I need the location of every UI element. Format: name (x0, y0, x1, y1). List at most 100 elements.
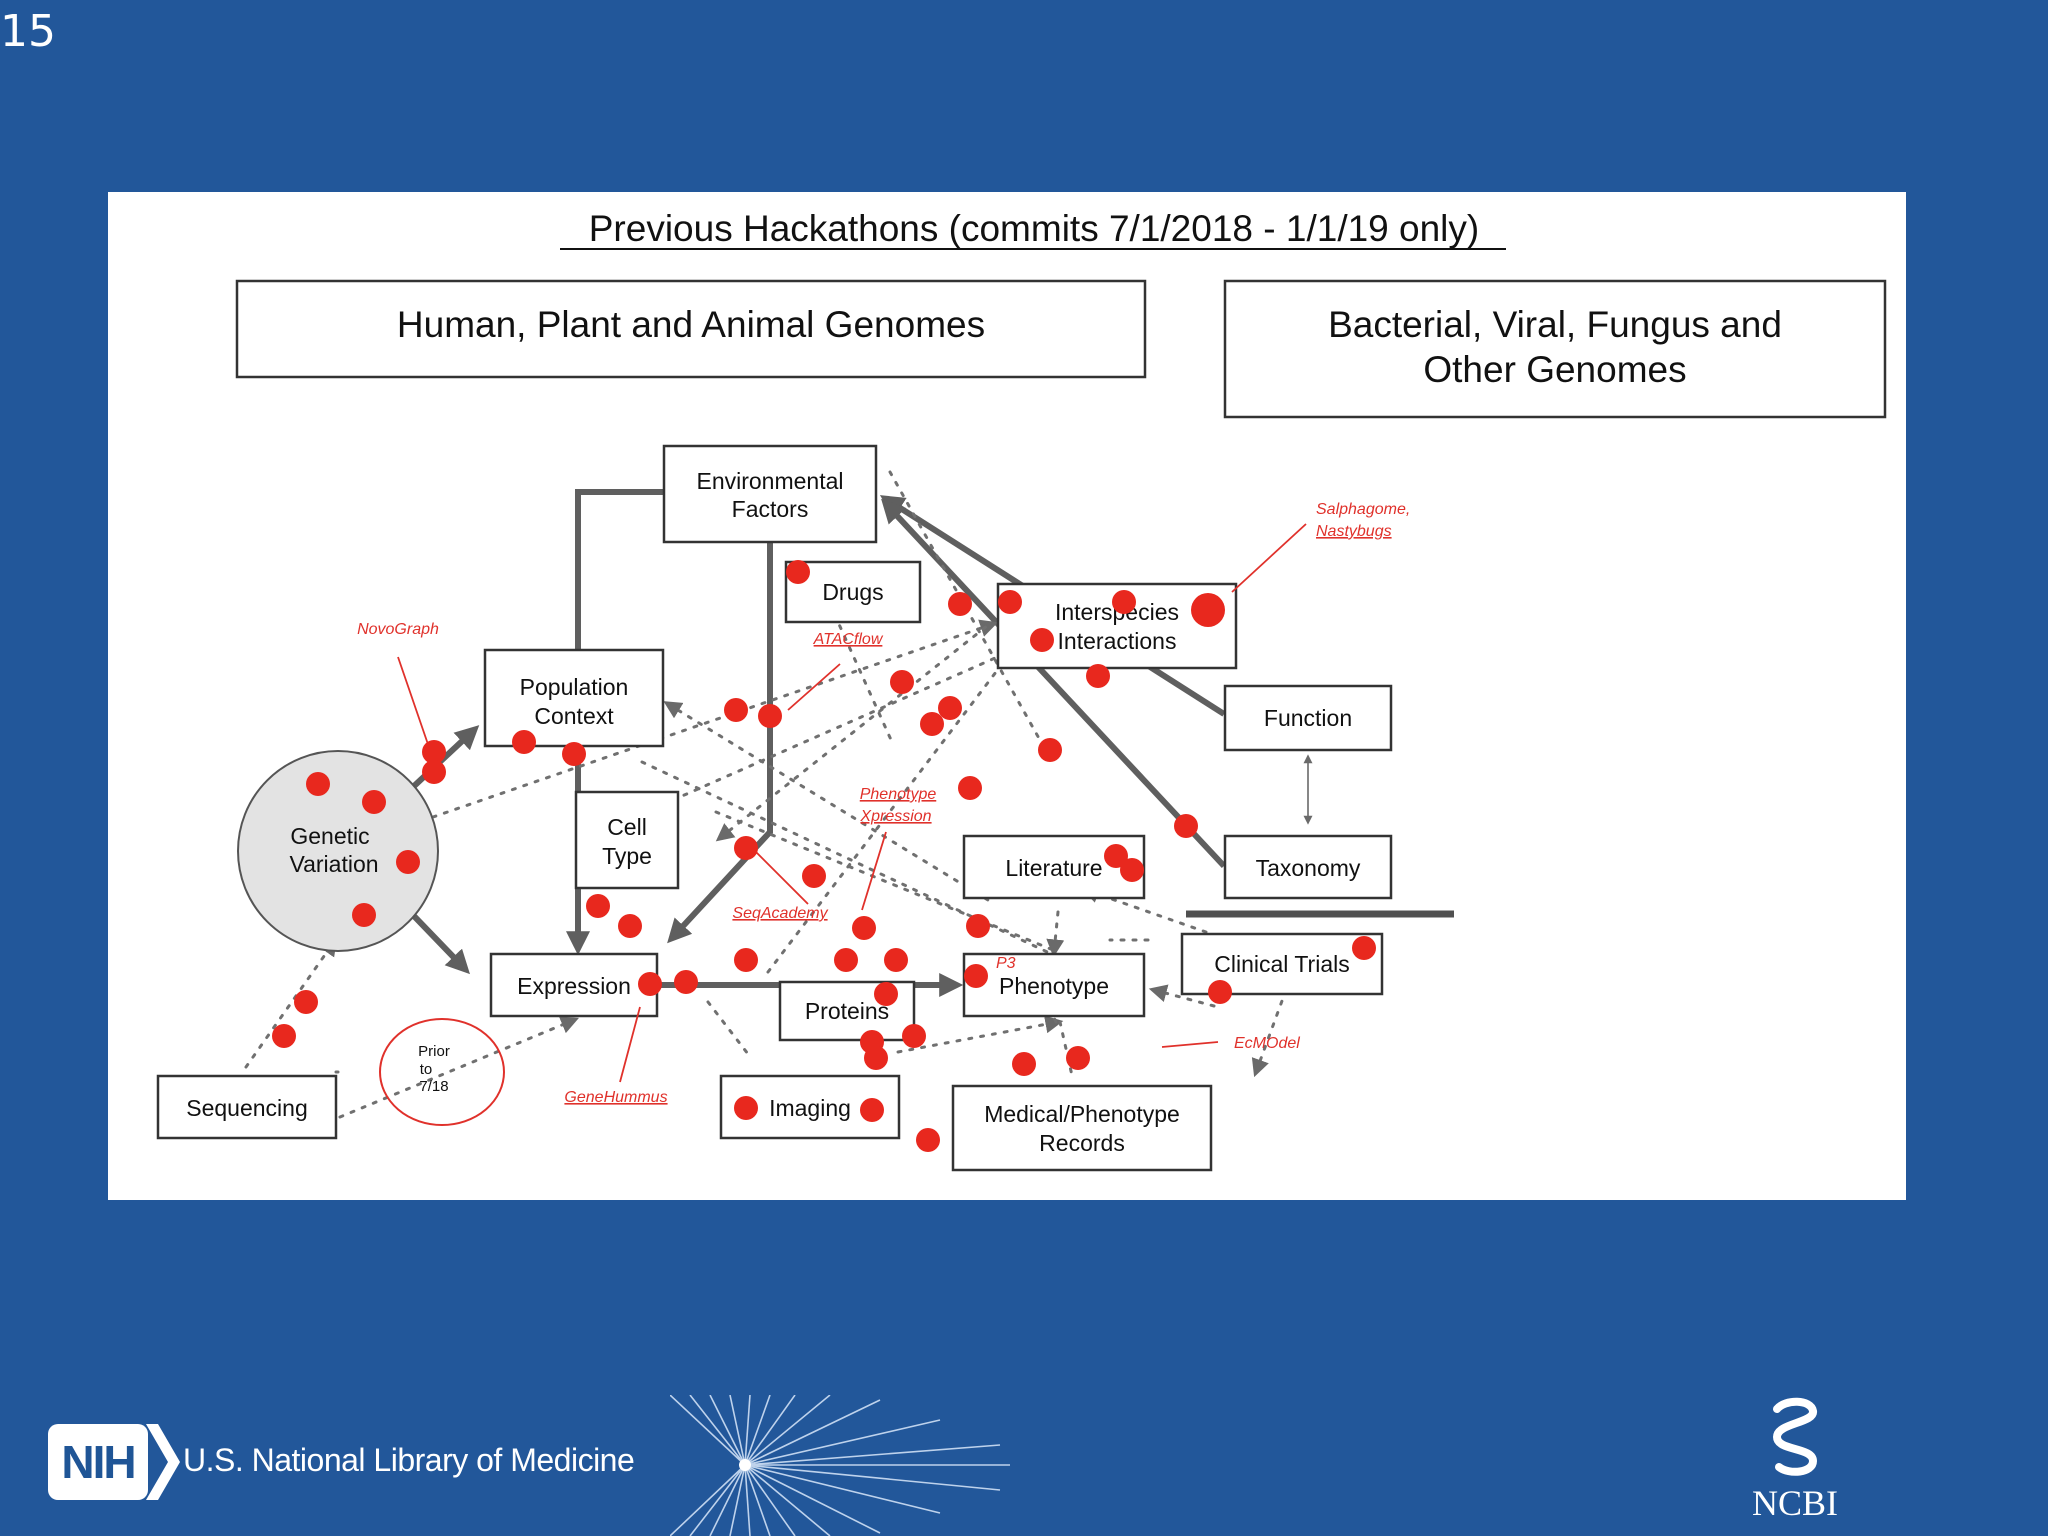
node-environmental-factors-line2: Factors (732, 496, 809, 522)
node-sequencing-label: Sequencing (186, 1095, 308, 1121)
label-novograph: NovoGraph (357, 621, 439, 638)
commit-dot (586, 894, 610, 918)
nih-chevron-icon (146, 1424, 180, 1500)
commit-dot (734, 948, 758, 972)
commit-dot (890, 670, 914, 694)
commit-dot (1174, 814, 1198, 838)
node-expression-label: Expression (517, 973, 631, 999)
panel-bacterial-label-line2: Other Genomes (1423, 349, 1686, 390)
prior-note-line2: to (420, 1061, 433, 1078)
node-expression (489, 952, 659, 1018)
panel-human-plant-animal-label: Human, Plant and Animal Genomes (397, 304, 985, 345)
node-cell-type (574, 790, 680, 890)
node-sequencing (156, 1074, 338, 1140)
label-phenotype-xpression-2: Xpression (859, 808, 931, 825)
node-medical-records-line2: Records (1039, 1130, 1125, 1156)
panel-bacterial-viral-fungus (1223, 279, 1887, 419)
ncbi-wordmark: NCBI (1751, 1483, 1838, 1523)
node-cell-type-line1: Cell (607, 814, 647, 840)
starburst-decoration (670, 1395, 1010, 1536)
node-population-context-line2: Context (534, 703, 614, 729)
commit-dot (1112, 590, 1136, 614)
commit-dot (396, 850, 420, 874)
node-medical-records-line1: Medical/Phenotype (984, 1101, 1180, 1127)
commit-dot (884, 948, 908, 972)
dotted-connectors (244, 470, 1288, 1119)
commit-dot (998, 590, 1022, 614)
label-salphagome: Salphagome, (1316, 501, 1410, 518)
commit-dot (958, 776, 982, 800)
slide-number: 15 (0, 6, 56, 57)
node-phenotype (962, 952, 1146, 1018)
commit-dot (864, 1046, 888, 1070)
commit-dot (618, 914, 642, 938)
commit-dot (1191, 593, 1225, 627)
node-genetic-variation (237, 750, 439, 952)
commit-dot (512, 730, 536, 754)
node-phenotype-label: Phenotype (999, 973, 1109, 999)
node-literature-label: Literature (1005, 855, 1102, 881)
panel-bacterial-label-line1: Bacterial, Viral, Fungus and (1328, 304, 1782, 345)
project-labels: NovoGraph ATACflow Salphagome, Nastybugs… (357, 501, 1410, 1106)
node-genetic-variation-line2: Variation (289, 851, 378, 877)
label-p3: P3 (996, 955, 1016, 972)
node-cell-type-line2: Type (602, 843, 652, 869)
ncbi-helix-icon (1772, 1397, 1818, 1476)
label-seqacademy: SeqAcademy (732, 905, 828, 922)
label-ecmodel: EcMOdel (1234, 1035, 1300, 1052)
commit-dot (1038, 738, 1062, 762)
label-atacflow: ATACflow (813, 631, 884, 648)
node-proteins-label: Proteins (805, 998, 889, 1024)
commit-dot (1352, 936, 1376, 960)
commit-dot (920, 712, 944, 736)
commit-dot (1120, 858, 1144, 882)
commit-dot (734, 1096, 758, 1120)
commit-dot (306, 772, 330, 796)
commit-dot (294, 990, 318, 1014)
node-genetic-variation-line1: Genetic (290, 823, 369, 849)
diagram-canvas: Previous Hackathons (commits 7/1/2018 - … (156, 208, 1887, 1172)
commit-dot (1012, 1052, 1036, 1076)
commit-dot (852, 916, 876, 940)
nlm-organization-name: U.S. National Library of Medicine (183, 1442, 635, 1478)
label-nastybugs: Nastybugs (1316, 523, 1392, 540)
commit-dot (272, 1024, 296, 1048)
commit-dot (834, 948, 858, 972)
node-taxonomy (1223, 834, 1393, 900)
commit-dot (902, 1024, 926, 1048)
node-drugs-label: Drugs (822, 579, 883, 605)
commit-dot (1086, 664, 1110, 688)
prior-note-line3: 7/18 (419, 1078, 448, 1095)
solid-arrows (410, 489, 1454, 997)
nih-badge: NIH (48, 1424, 148, 1500)
commit-dot (786, 560, 810, 584)
node-population-context-line1: Population (520, 674, 629, 700)
ncbi-logo[interactable]: NCBI (1745, 1395, 1845, 1524)
commit-dots (272, 560, 1376, 1152)
commit-dot (674, 970, 698, 994)
prior-note-circle (379, 1018, 505, 1126)
node-imaging-label: Imaging (769, 1095, 851, 1121)
commit-dot (362, 790, 386, 814)
commit-dot (1104, 844, 1128, 868)
commit-dot (352, 903, 376, 927)
commit-dot (562, 742, 586, 766)
commit-dot (874, 982, 898, 1006)
prior-note-line1: Prior (418, 1043, 450, 1060)
hackathon-diagram-figure: Previous Hackathons (commits 7/1/2018 - … (108, 192, 1906, 1200)
commit-dot (802, 864, 826, 888)
label-phenotype-xpression-1: Phenotype (860, 786, 937, 803)
commit-dot (422, 760, 446, 784)
figure-title: Previous Hackathons (commits 7/1/2018 - … (589, 208, 1479, 249)
commit-dot (1208, 980, 1232, 1004)
commit-dot (1066, 1046, 1090, 1070)
node-interspecies-line2: Interactions (1058, 628, 1177, 654)
commit-dot (734, 836, 758, 860)
node-environmental-factors (662, 444, 878, 544)
commit-dot (1030, 628, 1054, 652)
commit-dot (638, 972, 662, 996)
node-function (1223, 684, 1393, 752)
commit-dot (966, 914, 990, 938)
node-clinical-trials-label: Clinical Trials (1214, 951, 1349, 977)
commit-dot (938, 696, 962, 720)
